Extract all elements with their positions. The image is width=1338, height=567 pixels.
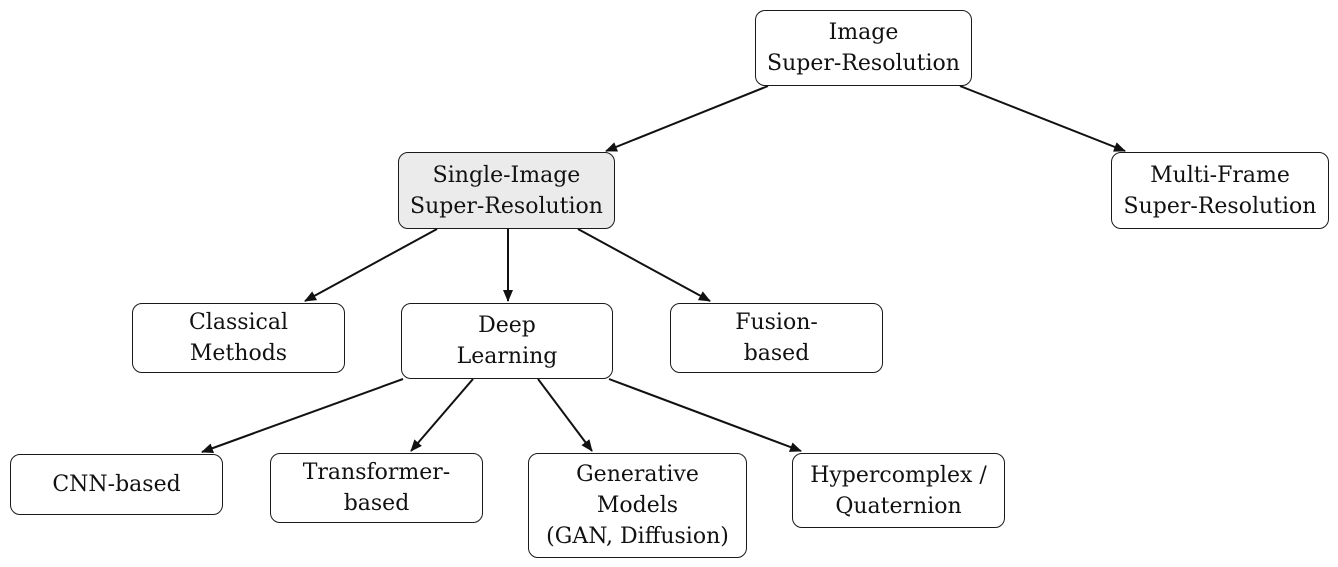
edge-root-to-single (605, 85, 769, 152)
edge-root-to-multi (959, 85, 1126, 152)
edge-single-to-classical (304, 228, 438, 302)
node-multi-frame-super-resolution: Multi-Frame Super-Resolution (1111, 152, 1329, 229)
node-fusion-based: Fusion- based (670, 303, 883, 373)
node-classical-methods: Classical Methods (132, 303, 345, 373)
node-image-super-resolution: Image Super-Resolution (755, 10, 972, 86)
node-single-image-super-resolution: Single-Image Super-Resolution (398, 152, 615, 229)
edge-deep-to-hypercomplex (608, 378, 802, 452)
node-hypercomplex-quaternion: Hypercomplex / Quaternion (792, 453, 1005, 528)
node-cnn-based: CNN-based (10, 454, 223, 515)
node-generative-models: Generative Models (GAN, Diffusion) (528, 453, 747, 558)
edge-deep-to-cnn (201, 378, 404, 453)
node-deep-learning: Deep Learning (401, 303, 613, 379)
node-transformer-based: Transformer- based (270, 453, 483, 523)
edge-single-to-fusion (577, 228, 711, 302)
edge-deep-to-generative (537, 378, 593, 452)
edge-deep-to-transformer (410, 378, 474, 452)
